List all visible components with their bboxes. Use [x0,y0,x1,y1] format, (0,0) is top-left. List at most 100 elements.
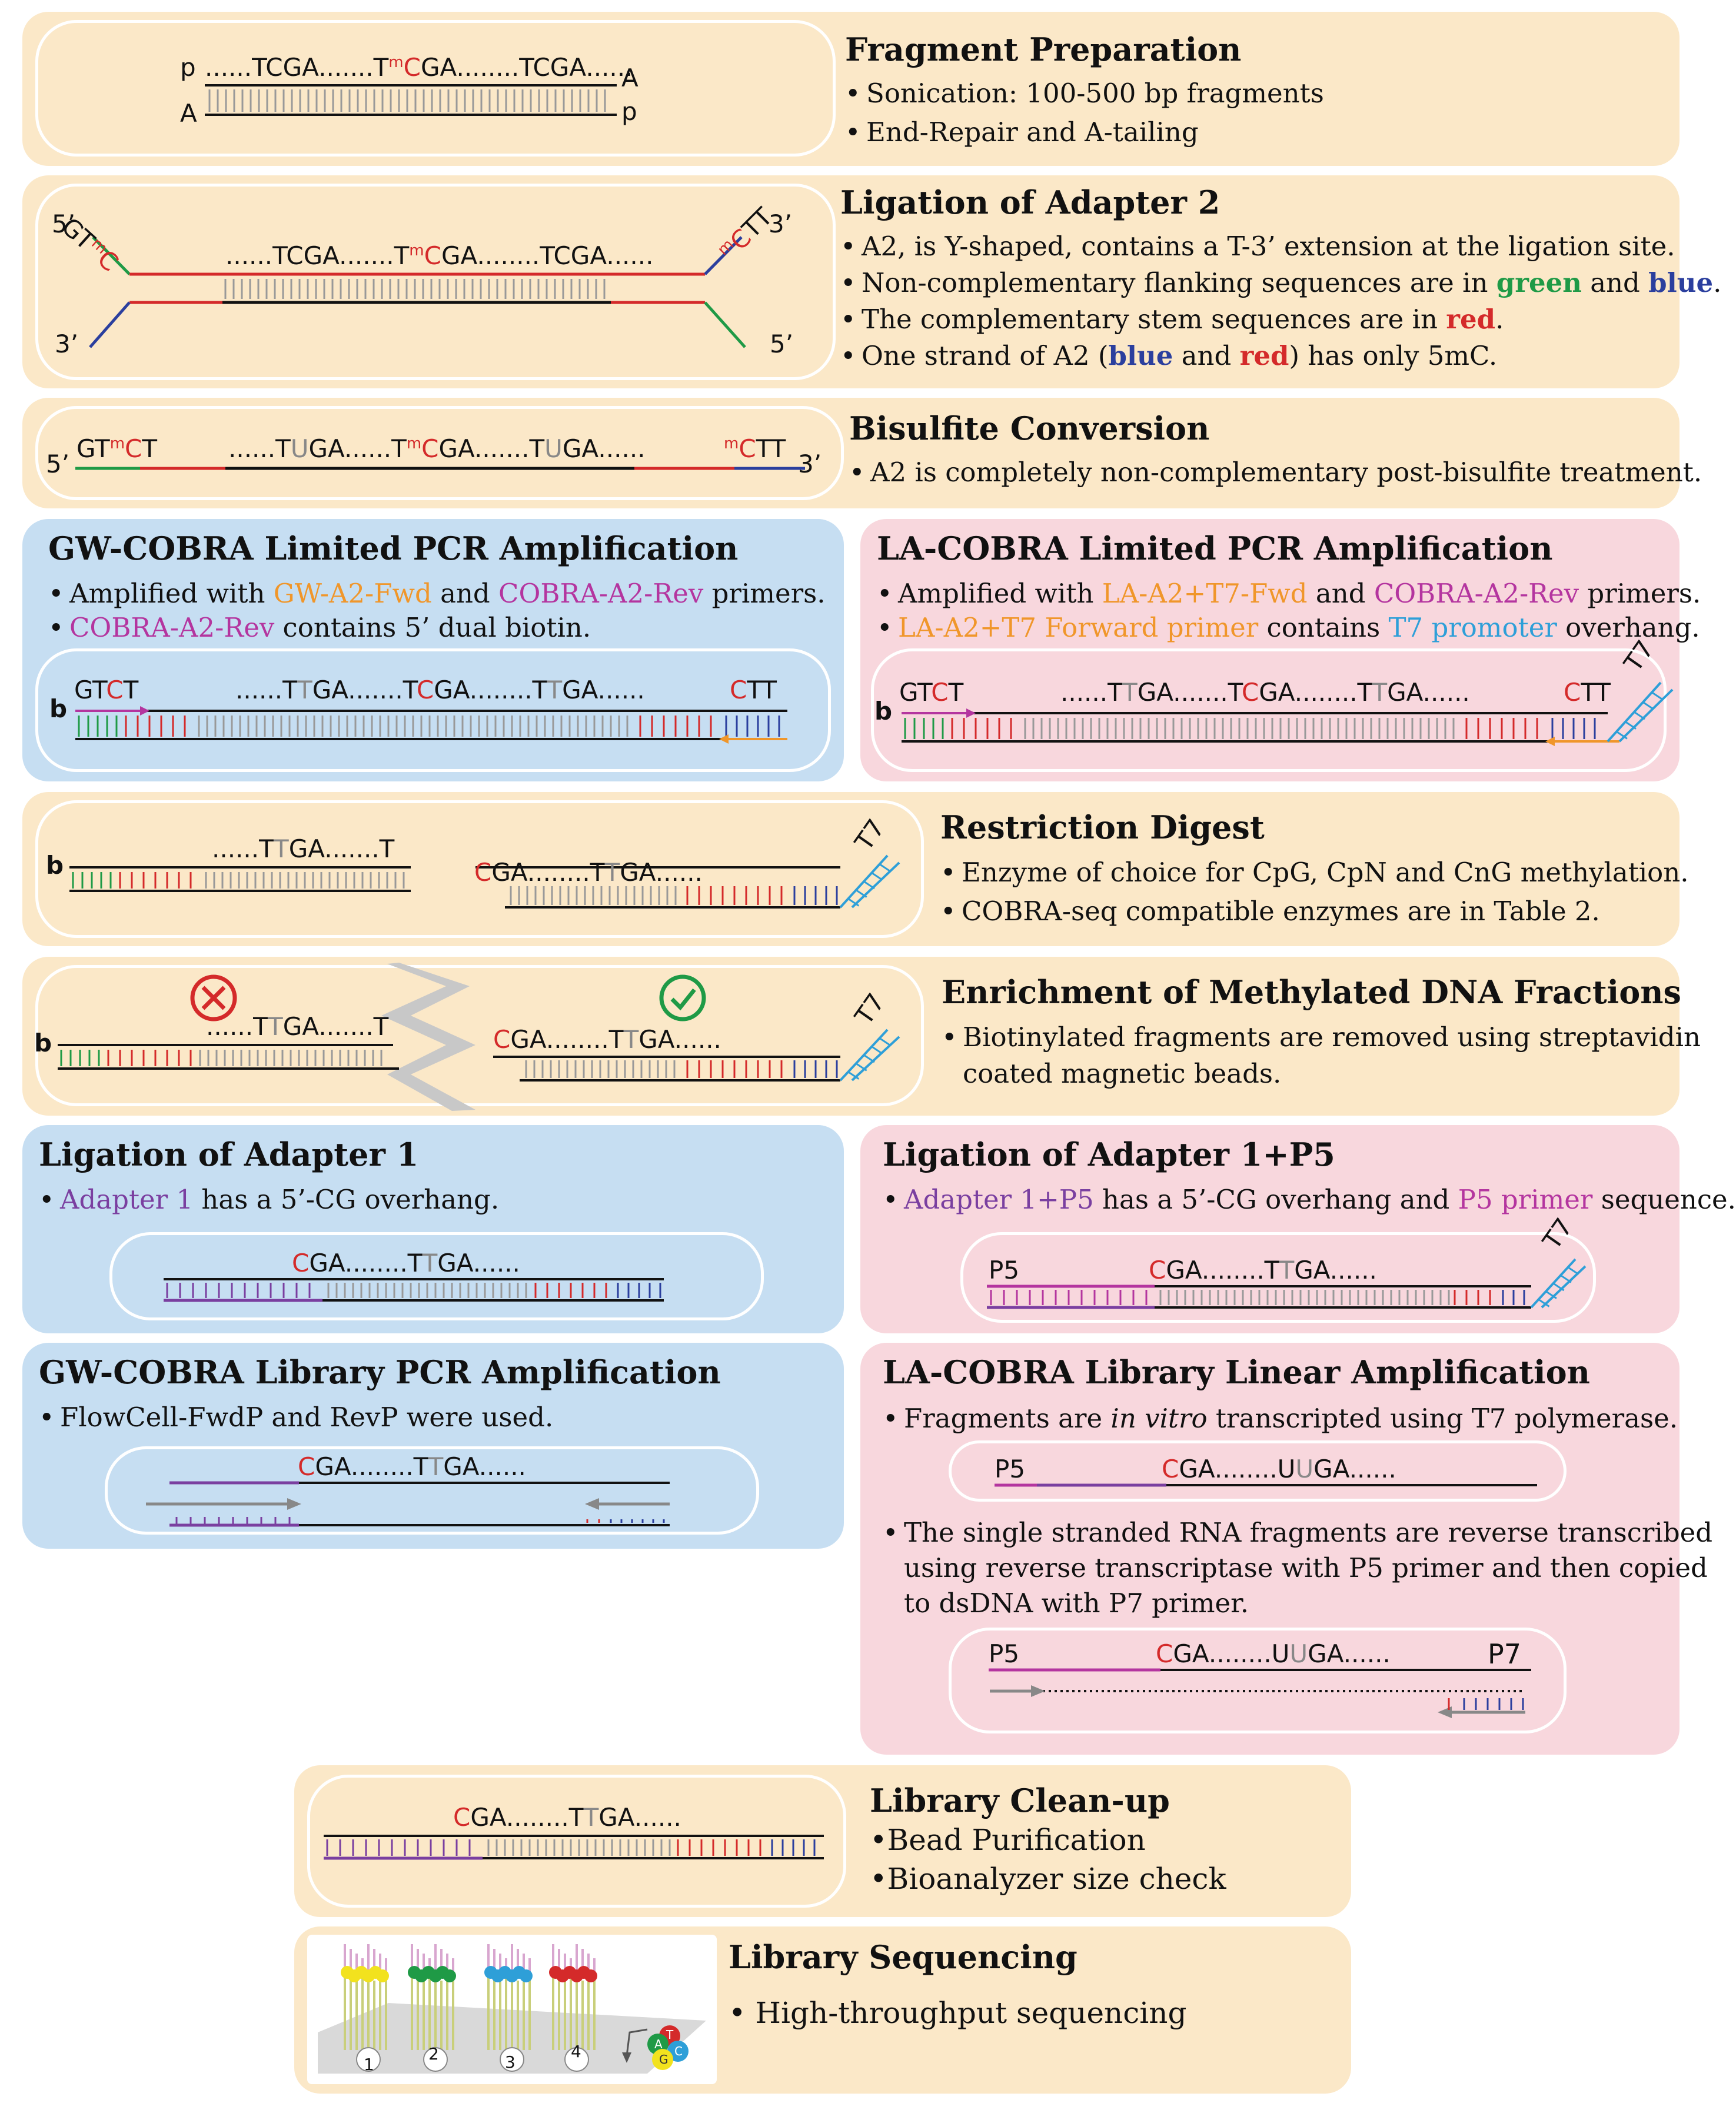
p-label-left: p [180,53,196,82]
dsdna-diagram-frame [949,1628,1567,1733]
t7-promoter-tick [863,1054,875,1063]
converted-sequence: ......TUGA......TmCGA.......TUGA...... [228,434,646,463]
adapter1-p5-diagram-frame [960,1232,1596,1323]
enrichment-diagram-frame [35,965,924,1106]
rna-sequence: CGA........UUGA...... [1162,1455,1396,1483]
reverse-primer-arrow [585,1498,599,1510]
a-label-left: A [180,99,197,128]
la-pcr-duplex [902,681,1674,746]
right-fragment-sequence: CGA........TTGA...... [474,858,703,887]
la-cobra-pcr-panel: LA-COBRA Limited PCR Amplification •Ampl… [860,519,1701,781]
cluster-number: 4 [571,2042,581,2061]
gw-pcr-duplex [75,706,787,744]
bisulfite-diagram-frame [35,406,844,500]
three-prime-label: 3’ [798,450,822,478]
nucleotide-g-icon [652,2049,673,2070]
adapter-gtct-label: GTCT [899,678,964,707]
bullet-text: to dsDNA with P7 primer. [904,1588,1249,1619]
panel-title: Bisulfite Conversion [849,410,1210,447]
bullet-text: •A2 is completely non-complementary post… [849,457,1702,488]
fragment-preparation-panel: p A A p ......TCGA.......TmCGA........TC… [22,12,1680,166]
panel-title: GW-COBRA Limited PCR Amplification [48,530,739,567]
left-fragment-sequence: ......TTGA.......T [206,1012,389,1041]
amplified-sequence: ......TTGA.......TCGA........TTGA...... [1060,678,1470,707]
p7-label: P7 [1488,1638,1522,1670]
library-cleanup-panel: CGA........TTGA...... Library Clean-up •… [294,1765,1351,1917]
panel-title: Library Clean-up [870,1782,1170,1819]
library-sequence: CGA........TTGA...... [298,1452,526,1481]
fluorophore-dot [584,1969,597,1982]
library-sequence: CGA........TTGA...... [453,1803,681,1832]
panel-title: GW-COBRA Library PCR Amplification [39,1353,721,1391]
bullet-text: •Sonication: 100-500 bp fragments [845,78,1324,109]
bullet-text: •Bioanalyzer size check [870,1862,1226,1896]
gw-library-duplex [146,1481,670,1527]
p5-label: P5 [989,1256,1020,1285]
panel-title: Ligation of Adapter 1+P5 [883,1136,1335,1173]
t7-promoter-tick [1634,711,1645,720]
bullet-text: •Biotinylated fragments are removed usin… [942,1021,1701,1053]
y-adapter-diagram [89,236,746,348]
cluster-number: 2 [428,2044,439,2064]
nucleotide-label: C [674,2044,683,2058]
panel-title: Fragment Preparation [845,31,1242,68]
ligation-adapter2-panel: 5’ GTmC mCTT 3’ 3’ 5’ ......TCGA.......T… [22,175,1721,388]
t7-promoter-tick [1560,1275,1572,1283]
gw-cobra-pcr-panel: GW-COBRA Limited PCR Amplification •Ampl… [22,519,844,781]
library-sequencing-panel: T C G A 1 2 3 4 Library Sequencing • Hig… [294,1926,1351,2094]
panel-title: Ligation of Adapter 2 [840,184,1220,221]
fragment-diagram-frame [35,20,836,157]
adapter1-diagram-frame [109,1232,764,1320]
t7-promoter-tick [1651,691,1663,700]
t7-promoter-tick [1616,731,1628,740]
enrichment-diagram [58,963,900,1111]
t7-promoter-tick [1538,1299,1550,1307]
t7-promoter-tick [847,898,860,907]
gw-library-pcr-panel: GW-COBRA Library PCR Amplification •Flow… [22,1343,844,1549]
adapter-ctt-label: CTT [1564,678,1611,707]
reject-icon [190,974,237,1021]
gw-library-diagram-frame [105,1446,759,1535]
bullet-text: •Amplified with LA-A2+T7-Fwd and COBRA-A… [877,578,1701,609]
bullet-text: •COBRA-seq compatible enzymes are in Tab… [940,896,1600,927]
rna-diagram-frame [949,1440,1567,1502]
p5-label: P5 [989,1639,1020,1668]
cleanup-diagram-frame [307,1775,846,1908]
fragment-sequence: ......TCGA.......TmCGA........TCGA...... [205,53,633,82]
bullet-text: •The complementary stem sequences are in… [840,304,1504,335]
nucleotide-label: G [659,2052,669,2067]
digest-fragments-diagram [69,854,900,909]
nucleotide-label: A [654,2037,663,2051]
bullet-text: •End-Repair and A-tailing [845,117,1199,148]
five-prime-label: 5’ [46,450,70,478]
gw-pcr-diagram-frame [35,648,831,772]
bullet-text: •Adapter 1 has a 5’-CG overhang. [39,1184,500,1215]
enrichment-panel: b ......TTGA.......T CGA........TTGA....… [22,957,1701,1116]
adapter-gtmct-label: GTmCT [77,434,158,463]
cluster-number: 3 [505,2052,516,2072]
bullet-text: •One strand of A2 (blue and red) has onl… [840,340,1498,371]
five-prime-label: 5’ [770,330,794,358]
adapter2-diagram-frame [35,184,836,380]
adapter-gtct-label: GTCT [74,676,139,704]
bullet-text: •Adapter 1+P5 has a 5’-CG overhang and P… [883,1184,1736,1215]
check-icon [659,974,706,1021]
adapter-ctt-label: CTT [730,676,777,704]
ligated-sequence: CGA........TTGA...... [292,1249,520,1277]
panel-title: LA-COBRA Library Linear Amplification [883,1353,1590,1391]
cluster-number-badge [423,2047,448,2072]
fluorophore-dot [376,1969,389,1982]
bullet-text: •Enzyme of choice for CpG, CpN and CnG m… [940,857,1689,888]
t7-promoter-tick [855,889,867,898]
biotin-label: b [874,697,893,726]
adapter-mctt-label: mCTT [724,434,786,463]
t7-promoter-tick [1567,1266,1579,1275]
p-label-right: p [621,97,637,126]
la-library-diagrams [989,1483,1537,1718]
t7-promoter-tick [1642,701,1654,710]
left-fragment-sequence: ......TTGA.......T [212,834,395,863]
p5-label: P5 [995,1455,1026,1483]
zigzag-divider [381,963,475,1111]
dsdna-sequence: CGA........UUGA...... [1156,1639,1391,1668]
t7-promoter-tick [863,880,875,890]
